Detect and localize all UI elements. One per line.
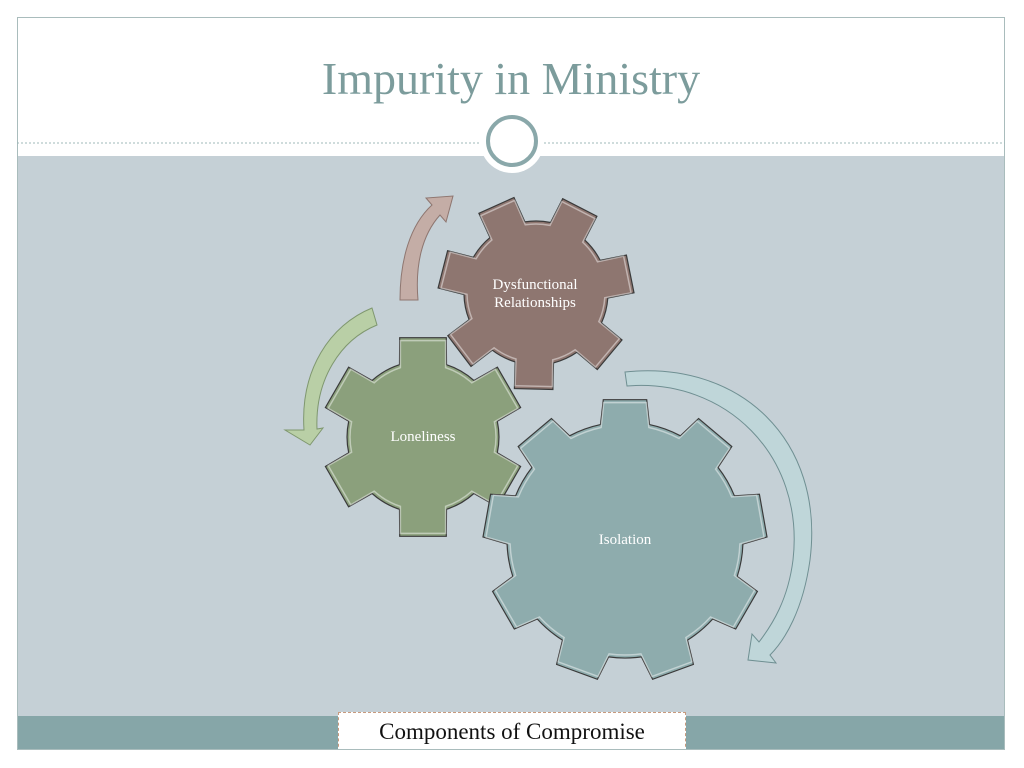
gear-label-dysfunctional-line1: Dysfunctional bbox=[493, 277, 578, 293]
curved-arrow-brown-icon bbox=[399, 195, 454, 301]
slide-title: Impurity in Ministry bbox=[321, 53, 701, 104]
curved-arrow-green-icon bbox=[283, 307, 378, 446]
gear-dysfunctional-relationships bbox=[437, 196, 635, 391]
gear-dysfunctional-relationships-highlight bbox=[440, 199, 632, 388]
gear-loneliness-highlight bbox=[327, 339, 519, 535]
gear-isolation bbox=[482, 399, 768, 681]
ornament-circle-icon bbox=[486, 115, 538, 167]
gear-loneliness bbox=[324, 337, 522, 537]
footer-caption: Components of Compromise bbox=[338, 712, 686, 749]
gear-isolation-highlight bbox=[485, 401, 765, 678]
curved-arrow-teal-icon bbox=[624, 370, 813, 664]
gear-label-loneliness: Loneliness bbox=[391, 429, 456, 445]
gear-label-isolation: Isolation bbox=[599, 532, 652, 548]
gear-label-dysfunctional-line2: Relationships bbox=[494, 295, 576, 311]
